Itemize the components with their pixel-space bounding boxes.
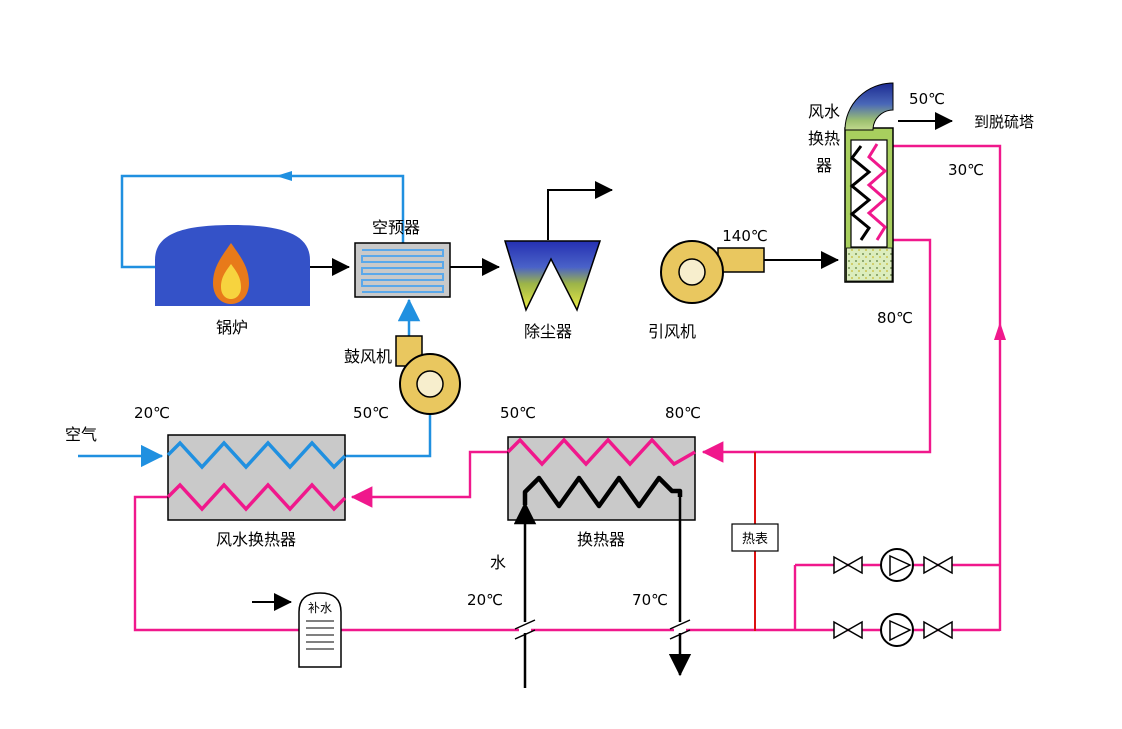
valve-icon	[846, 620, 863, 640]
temp-water-supply: 80℃	[877, 309, 913, 327]
dust-collector	[503, 240, 602, 313]
heat-meter-label: 热表	[742, 532, 768, 547]
temp-flue-outlet: 50℃	[909, 90, 945, 108]
hx-right-label-3: 器	[816, 156, 832, 175]
hx-left-label: 风水换热器	[216, 530, 296, 549]
pump-group-upper	[833, 548, 953, 582]
hx-right-outlet-elbow	[844, 82, 894, 131]
id-fan-hub	[678, 258, 706, 286]
hx-right-label-1: 风水	[808, 102, 840, 121]
hx-mid-hot-coil	[506, 437, 696, 467]
hx-left-water-coil	[166, 482, 347, 512]
hx-right-label-2: 换热	[808, 129, 840, 148]
valve-icon	[936, 620, 953, 640]
valve-icon	[923, 555, 940, 575]
up-flow-arrow	[994, 322, 1006, 340]
text-labels: 锅炉 空预器 鼓风机 除尘器 引风机 140℃ 风水 换热 器 50℃ 到脱硫塔…	[65, 90, 1034, 609]
water-return-pipe	[877, 144, 1002, 631]
hx-right-gas-coil	[849, 145, 872, 241]
heat-meter-box	[731, 523, 779, 552]
boiler	[155, 225, 310, 306]
temp-water-cold: 20℃	[467, 591, 503, 609]
air-inlet-label: 空气	[65, 425, 97, 444]
pump-group-lower	[833, 613, 953, 647]
water-supply-pipe	[701, 238, 932, 463]
heat-exchanger-mid	[506, 436, 696, 521]
blower-label: 鼓风机	[344, 347, 392, 366]
flue-gas-heat-exchanger	[844, 82, 894, 283]
air-preheater-label: 空预器	[372, 218, 420, 237]
hx-left-air-coil	[166, 440, 347, 470]
induced-draft-fan	[660, 240, 765, 304]
valve-icon	[936, 555, 953, 575]
valve-icon	[833, 555, 850, 575]
water-inlet-label: 水	[490, 553, 506, 572]
temp-air-out: 50℃	[353, 404, 389, 422]
air-preheater	[354, 242, 451, 298]
pump-impeller	[889, 619, 912, 642]
valve-icon	[846, 555, 863, 575]
hx-mid-water-coil	[522, 475, 683, 509]
hot-air-recirculation-pipe	[120, 174, 405, 269]
temp-air-in: 20℃	[134, 404, 170, 422]
air-water-heat-exchanger-left	[166, 434, 347, 521]
blower-fan	[395, 335, 461, 415]
id-fan-outlet	[717, 247, 765, 273]
hx-right-packing	[846, 247, 893, 282]
flue-gas-lines	[252, 112, 953, 611]
tank-water-hatch	[306, 620, 334, 650]
hx-mid-label: 换热器	[577, 530, 625, 549]
break-gap-right	[674, 622, 686, 633]
makeup-water-tank: 补水	[298, 592, 342, 668]
hx-right-water-coil	[866, 143, 888, 241]
valve-icon	[923, 620, 940, 640]
temp-water-hot: 70℃	[632, 591, 668, 609]
heat-meter: 热表	[731, 523, 779, 552]
boiler-label: 锅炉	[216, 318, 248, 337]
break-mark-right	[669, 619, 691, 640]
valve-icon	[833, 620, 850, 640]
preheater-coil	[361, 249, 444, 293]
air-piping	[78, 174, 432, 468]
pipe-mid-to-left-hx	[350, 450, 508, 508]
break-gap-left	[519, 622, 531, 633]
break-mark-left	[514, 619, 536, 640]
temp-hx-mid-right: 80℃	[665, 404, 701, 422]
pipe-breaks	[514, 619, 691, 640]
id-fan-label: 引风机	[648, 322, 696, 341]
blower-hub	[416, 370, 444, 398]
pump-impeller	[889, 554, 912, 577]
air-flow-arrow	[276, 171, 292, 181]
water-lines	[513, 494, 692, 688]
flame-inner	[221, 264, 241, 299]
dust-to-fan-duct	[547, 181, 613, 240]
to-fgd-label: 到脱硫塔	[974, 113, 1034, 131]
air-preheater-box	[354, 242, 451, 298]
temp-water-return: 30℃	[948, 161, 984, 179]
dust-collector-label: 除尘器	[524, 322, 572, 341]
air-to-blower-pipe	[345, 414, 432, 458]
temp-hx-mid-left: 50℃	[500, 404, 536, 422]
temp-after-fan: 140℃	[722, 227, 767, 245]
tank-label: 补水	[308, 601, 332, 615]
bottom-return-pipe	[133, 495, 1000, 632]
